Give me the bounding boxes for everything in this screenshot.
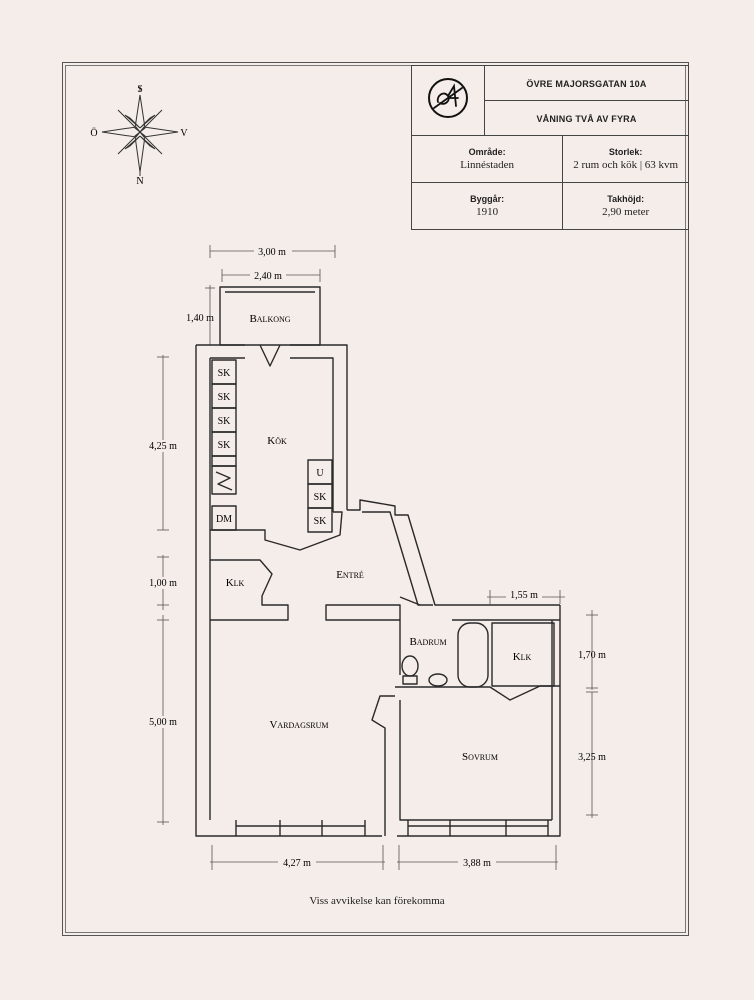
walls xyxy=(195,286,561,837)
dim-bottom-left: 4,27 m xyxy=(283,858,311,869)
size-label: Storlek: xyxy=(608,147,643,157)
cabinet-label: U xyxy=(316,468,324,479)
area-cell: Område: Linnéstaden xyxy=(410,135,564,183)
room-bathroom: Badrum xyxy=(409,636,446,648)
size-value: 2 rum och kök | 63 kvm xyxy=(573,159,679,171)
cabinet-label: SK xyxy=(218,368,232,379)
dim-top-outer: 3,00 m xyxy=(258,247,286,258)
address-cell: ÖVRE MAJORSGATAN 10A xyxy=(484,65,689,101)
dimension-labels: 3,00 m 2,40 m 1,40 m 4,25 m 1,00 m 5,00 … xyxy=(143,245,606,869)
year-value: 1910 xyxy=(476,206,499,218)
room-closet-right: Klk xyxy=(513,651,532,663)
dim-living: 5,00 m xyxy=(149,717,177,728)
cabinet-label: SK xyxy=(314,492,328,503)
area-label: Område: xyxy=(468,147,506,157)
dim-closet-width: 1,55 m xyxy=(510,590,538,601)
ceiling-label: Takhöjd: xyxy=(607,194,645,204)
dim-top-inner: 2,40 m xyxy=(254,271,282,282)
compass-icon xyxy=(101,86,179,176)
outer-frame xyxy=(62,62,689,936)
dimension-lines xyxy=(157,245,598,870)
year-cell: Byggår: 1910 xyxy=(410,182,564,230)
floor-cell: VÅNING TVÅ AV FYRA xyxy=(484,100,689,136)
room-hall: Entré xyxy=(336,569,364,581)
brand-logo-icon xyxy=(428,78,468,118)
compass-s: S xyxy=(137,84,143,95)
dishwasher-label: DM xyxy=(216,514,232,525)
year-label: Byggår: xyxy=(470,194,505,204)
dim-bottom-right: 3,88 m xyxy=(463,858,491,869)
logo-cell xyxy=(411,65,485,136)
dim-balcony: 1,40 m xyxy=(186,313,214,324)
address-text: ÖVRE MAJORSGATAN 10A xyxy=(526,79,647,89)
floor-text: VÅNING TVÅ AV FYRA xyxy=(536,114,637,124)
cabinet-label: SK xyxy=(218,392,232,403)
room-kitchen: Kök xyxy=(267,435,287,447)
dim-kitchen: 4,25 m xyxy=(149,441,177,452)
fixture-labels: SK SK SK SK DM U SK SK xyxy=(216,368,327,527)
cabinet-label: SK xyxy=(314,516,328,527)
footer-note: Viss avvikelse kan förekomma xyxy=(309,895,445,907)
dim-hall: 1,00 m xyxy=(149,578,177,589)
room-closet-left: Klk xyxy=(226,577,245,589)
compass-w: V xyxy=(180,128,188,139)
info-table: ÖVRE MAJORSGATAN 10A VÅNING TVÅ AV FYRA … xyxy=(410,65,689,230)
compass-e: Ö xyxy=(90,127,97,139)
dim-bedroom: 3,25 m xyxy=(578,752,606,763)
room-living: Vardagsrum xyxy=(269,719,328,731)
cabinet-label: SK xyxy=(218,440,232,451)
area-value: Linnéstaden xyxy=(460,159,515,171)
inner-frame xyxy=(65,65,686,933)
room-balcony: Balkong xyxy=(249,313,290,325)
dim-closet-depth: 1,70 m xyxy=(578,650,606,661)
compass-n: N xyxy=(136,176,143,187)
room-bedroom: Sovrum xyxy=(462,751,498,763)
ceiling-value: 2,90 meter xyxy=(602,206,650,218)
ceiling-cell: Takhöjd: 2,90 meter xyxy=(562,182,689,230)
room-labels: Balkong Kök Entré Klk Badrum Klk Vardags… xyxy=(226,313,532,763)
cabinet-label: SK xyxy=(218,416,232,427)
